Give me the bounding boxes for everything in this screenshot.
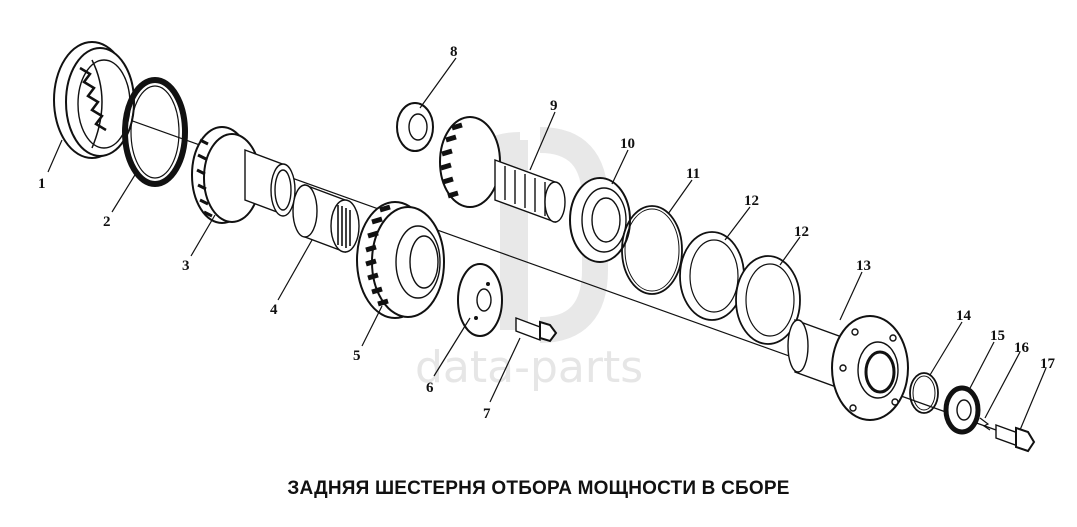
diagram-caption: ЗАДНЯЯ ШЕСТЕРНЯ ОТБОРА МОЩНОСТИ В СБОРЕ (287, 478, 790, 499)
part-16-pin (979, 417, 991, 431)
part-12-spacer-ring-b (735, 255, 801, 345)
part-10-ball-bearing (569, 177, 631, 263)
callout-10: 10 (620, 136, 635, 152)
callout-7: 7 (483, 406, 491, 422)
callout-9: 9 (550, 98, 558, 114)
part-15-seal (943, 385, 981, 435)
part-14-o-ring (909, 372, 939, 414)
part-1-clutch-drum (53, 41, 135, 159)
callout-8: 8 (450, 44, 458, 60)
callout-labels: 1 2 3 4 5 6 7 8 9 10 11 12 12 13 14 15 1… (38, 44, 1056, 422)
part-9-shaft-gear (439, 116, 566, 224)
leader-lines (47, 57, 1047, 431)
part-13-flanged-hub (787, 315, 909, 421)
callout-12a: 12 (744, 193, 759, 209)
part-7-bolt (515, 316, 558, 343)
callout-3: 3 (182, 258, 190, 274)
callout-2: 2 (103, 214, 111, 230)
part-6-thrust-plate (457, 263, 503, 337)
part-8-washer (396, 102, 434, 152)
part-11-snap-ring (621, 205, 683, 295)
part-17-bolt (995, 424, 1036, 453)
callout-6: 6 (426, 380, 434, 396)
callout-13: 13 (856, 258, 871, 274)
callout-17: 17 (1040, 356, 1056, 372)
callout-4: 4 (270, 302, 278, 318)
part-3-splined-hub (191, 126, 296, 224)
part-12-spacer-ring-a (679, 231, 745, 321)
callout-12b: 12 (794, 224, 809, 240)
watermark-text: data-parts (415, 342, 643, 393)
part-4-needle-bearing (292, 183, 360, 254)
callout-11: 11 (686, 166, 700, 182)
callout-16: 16 (1014, 340, 1030, 356)
callout-15: 15 (990, 328, 1005, 344)
part-5-large-gear (356, 201, 445, 319)
callout-14: 14 (956, 308, 972, 324)
part-2-friction-ring (122, 77, 188, 187)
callout-1: 1 (38, 176, 46, 192)
callout-5: 5 (353, 348, 361, 364)
